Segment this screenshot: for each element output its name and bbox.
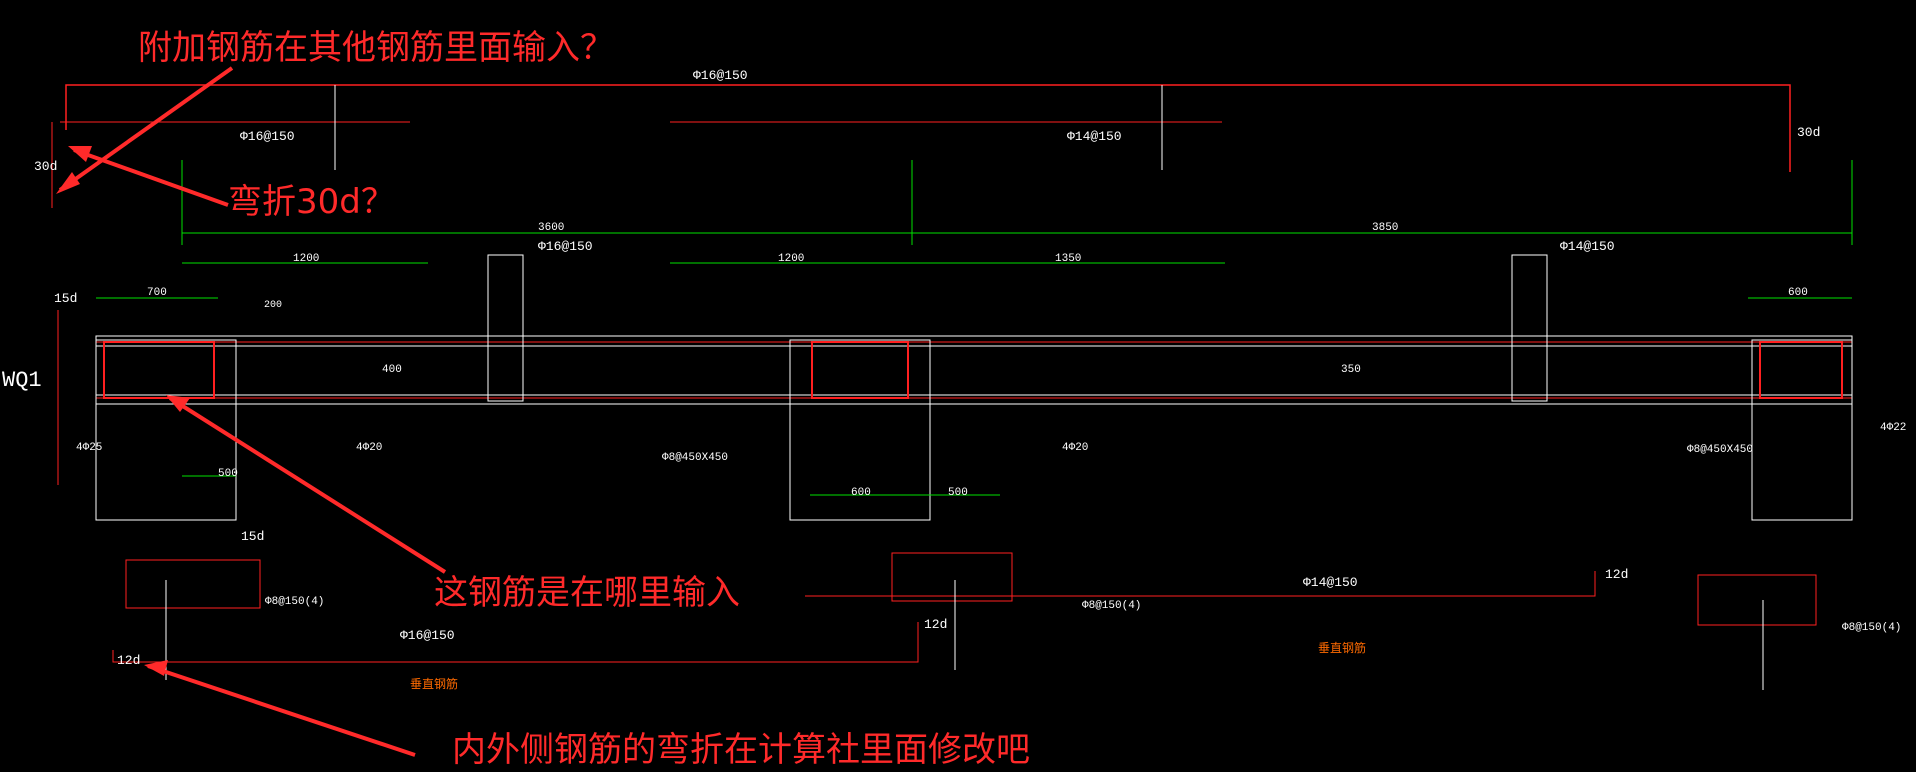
cage-left	[103, 341, 215, 399]
bend-30d-label-2: 30d	[1797, 125, 1820, 140]
sub-dim-label-5: 200	[264, 300, 282, 311]
row2-bar-label-2: Φ14@150	[1067, 129, 1122, 144]
span-dim-1: 3600	[538, 222, 564, 234]
sub-dim-label-6: 600	[1788, 287, 1808, 299]
detail-box-1	[125, 559, 261, 609]
sub-dim-label-4: 700	[147, 287, 167, 299]
cage-right	[1759, 341, 1843, 399]
hook-15d-label-2: 15d	[241, 529, 264, 544]
annotation-arrowhead-1	[56, 172, 80, 194]
bottom-bar-label-2: Φ14@150	[1303, 575, 1358, 590]
small-label-3: 4Φ20	[1062, 442, 1088, 454]
bottom-rebar-mid	[805, 571, 1596, 597]
annotation-arrow-4	[147, 664, 416, 757]
small-label-7: 350	[1341, 364, 1361, 376]
span-dim-2: 3850	[1372, 222, 1398, 234]
stirrup-label-3: Φ8@150(4)	[1842, 622, 1901, 634]
opening-1	[487, 254, 524, 402]
sub-dim-label-3: 1350	[1055, 253, 1081, 265]
column-left	[95, 339, 237, 521]
stirrup-label-1: Φ8@150(4)	[265, 596, 324, 608]
small-label-1: 4Φ25	[76, 442, 102, 454]
wall-id-label: WQ1	[2, 368, 42, 393]
top-rebar-line	[65, 84, 1791, 172]
sub-dim-label-2: 1200	[778, 253, 804, 265]
column-right	[1751, 339, 1853, 521]
annotation-arrowhead-2	[68, 146, 92, 162]
annotation-arrow-2	[73, 148, 229, 207]
hook-12d-label-2: 12d	[924, 617, 947, 632]
column-mid	[789, 339, 931, 521]
top-bar-label: Φ16@150	[693, 68, 748, 83]
opening-2	[1511, 254, 1548, 402]
annotation-arrow-3	[168, 396, 447, 574]
annotation-question-4: 内外侧钢筋的弯折在计算社里面修改吧	[452, 730, 1030, 770]
annotation-arrowhead-4	[144, 660, 168, 676]
small-label-2: 4Φ20	[356, 442, 382, 454]
small-label-8: 400	[382, 364, 402, 376]
small-label-6: Φ8@450X450	[1687, 444, 1753, 456]
sub-dim-label-1: 1200	[293, 253, 319, 265]
hook-12d-label: 12d	[117, 653, 140, 668]
bottom-rebar-left	[112, 622, 919, 663]
vertical-note-1: 垂直钢筋	[410, 676, 458, 692]
small-label-4: 4Φ22	[1880, 422, 1906, 434]
stirrup-label-2: Φ8@150(4)	[1082, 600, 1141, 612]
row3-bar-label-1: Φ16@150	[538, 239, 593, 254]
lower-dim-label-3: 500	[948, 487, 968, 499]
annotation-question-1: 附加钢筋在其他钢筋里面输入？	[138, 28, 614, 68]
detail-box-3	[1697, 574, 1817, 626]
detail-box-2	[891, 552, 1013, 602]
bend-30d-label: 30d	[34, 159, 57, 174]
hook-15d-label: 15d	[54, 291, 77, 306]
vertical-note-2: 垂直钢筋	[1318, 640, 1366, 656]
cage-mid	[811, 341, 909, 399]
row2-bar-label-1: Φ16@150	[240, 129, 295, 144]
annotation-arrowhead-3	[166, 395, 190, 412]
annotation-question-3: 这钢筋是在哪里输入	[434, 573, 740, 613]
bottom-bar-label-1: Φ16@150	[400, 628, 455, 643]
annotation-question-2: 弯折30d？	[228, 182, 395, 222]
annotation-arrow-1	[58, 66, 234, 192]
hook-12d-label-3: 12d	[1605, 567, 1628, 582]
lower-dim-label-2: 600	[851, 487, 871, 499]
row3-bar-label-2: Φ14@150	[1560, 239, 1615, 254]
lower-dim-label-1: 500	[218, 468, 238, 480]
small-label-5: Φ8@450X450	[662, 452, 728, 464]
